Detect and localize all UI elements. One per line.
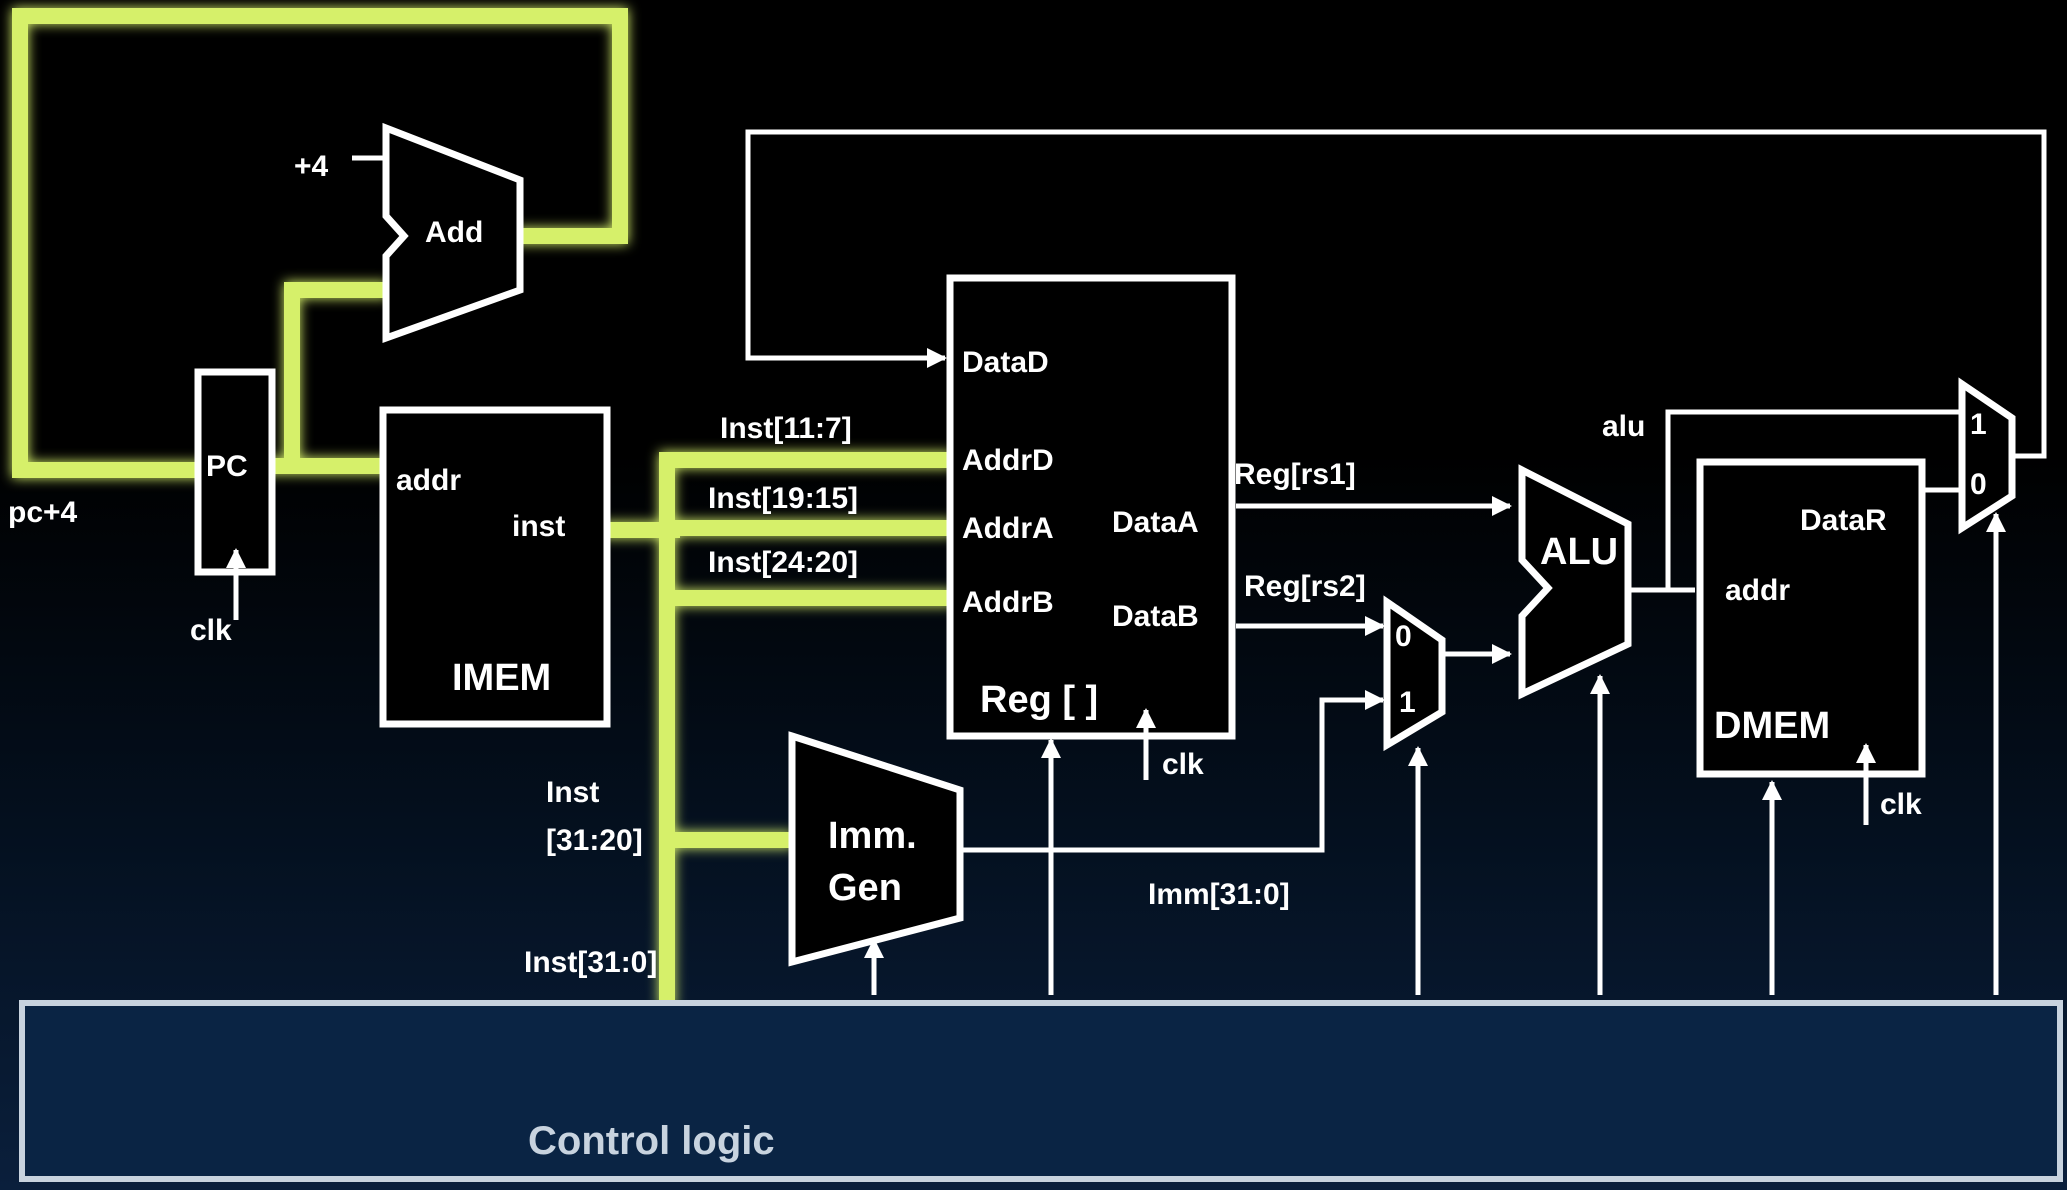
- alu-unit: [1518, 464, 1632, 700]
- plus-4-label: +4: [294, 150, 329, 183]
- addrb-label: AddrB: [962, 586, 1054, 619]
- control-logic-box: [19, 1000, 2063, 1182]
- dmem-addr-label: addr: [1725, 574, 1790, 607]
- add-label: Add: [425, 216, 483, 249]
- inst-11-7-label: Inst[11:7]: [720, 412, 852, 445]
- reg-file-label: Reg [ ]: [980, 679, 1098, 721]
- alu-label: ALU: [1540, 531, 1618, 573]
- dataa-label: DataA: [1112, 506, 1199, 539]
- wb-mux: [1958, 377, 2016, 535]
- imm-gen-block: [788, 731, 964, 967]
- inst-31-0-label: Inst[31:0]: [524, 946, 657, 979]
- addra-label: AddrA: [962, 512, 1054, 545]
- addrd-label: AddrD: [962, 444, 1054, 477]
- inst-31-20-label-bottom: [31:20]: [546, 824, 643, 857]
- mux-b-0-label: 0: [1395, 620, 1412, 653]
- reg-rs2-label: Reg[rs2]: [1244, 570, 1366, 603]
- add-unit: [382, 122, 524, 343]
- alu-out-label: alu: [1602, 410, 1645, 443]
- inst-label: inst: [512, 510, 565, 543]
- imm-31-0-label: Imm[31:0]: [1148, 878, 1290, 911]
- clk-reg-label: clk: [1162, 748, 1204, 781]
- imm-gen-label-bottom: Gen: [828, 867, 902, 909]
- datad-label: DataD: [962, 346, 1049, 379]
- mux-wb-0-label: 0: [1970, 468, 1987, 501]
- inst-24-20-label: Inst[24:20]: [708, 546, 858, 579]
- control-signals: [1041, 512, 2006, 995]
- mux-b-1-label: 1: [1399, 686, 1416, 719]
- clk-pc-label: clk: [190, 614, 232, 647]
- datar-label: DataR: [1800, 504, 1887, 537]
- imem-block: [379, 406, 611, 728]
- dmem-label: DMEM: [1714, 705, 1830, 747]
- inst-31-20-label-top: Inst: [546, 776, 599, 809]
- pc-plus-4-label: pc+4: [8, 496, 78, 529]
- imm-gen-label-top: Imm.: [828, 815, 917, 857]
- writeback-wire: [745, 129, 2047, 459]
- highlighted-paths: [12, 8, 953, 1008]
- pc-register: [194, 368, 276, 576]
- register-file: [946, 274, 1236, 740]
- imem-addr-label: addr: [396, 464, 461, 497]
- clk-dmem-label: clk: [1880, 788, 1922, 821]
- datab-label: DataB: [1112, 600, 1199, 633]
- dmem-block: [1696, 458, 1926, 778]
- inst-19-15-label: Inst[19:15]: [708, 482, 858, 515]
- alu-b-mux: [1383, 595, 1446, 752]
- reg-rs1-label: Reg[rs1]: [1234, 458, 1356, 491]
- control-logic-label: Control logic: [528, 1119, 775, 1163]
- pc-label: PC: [206, 450, 248, 483]
- imem-label: IMEM: [452, 657, 551, 699]
- mux-wb-1-label: 1: [1970, 408, 1987, 441]
